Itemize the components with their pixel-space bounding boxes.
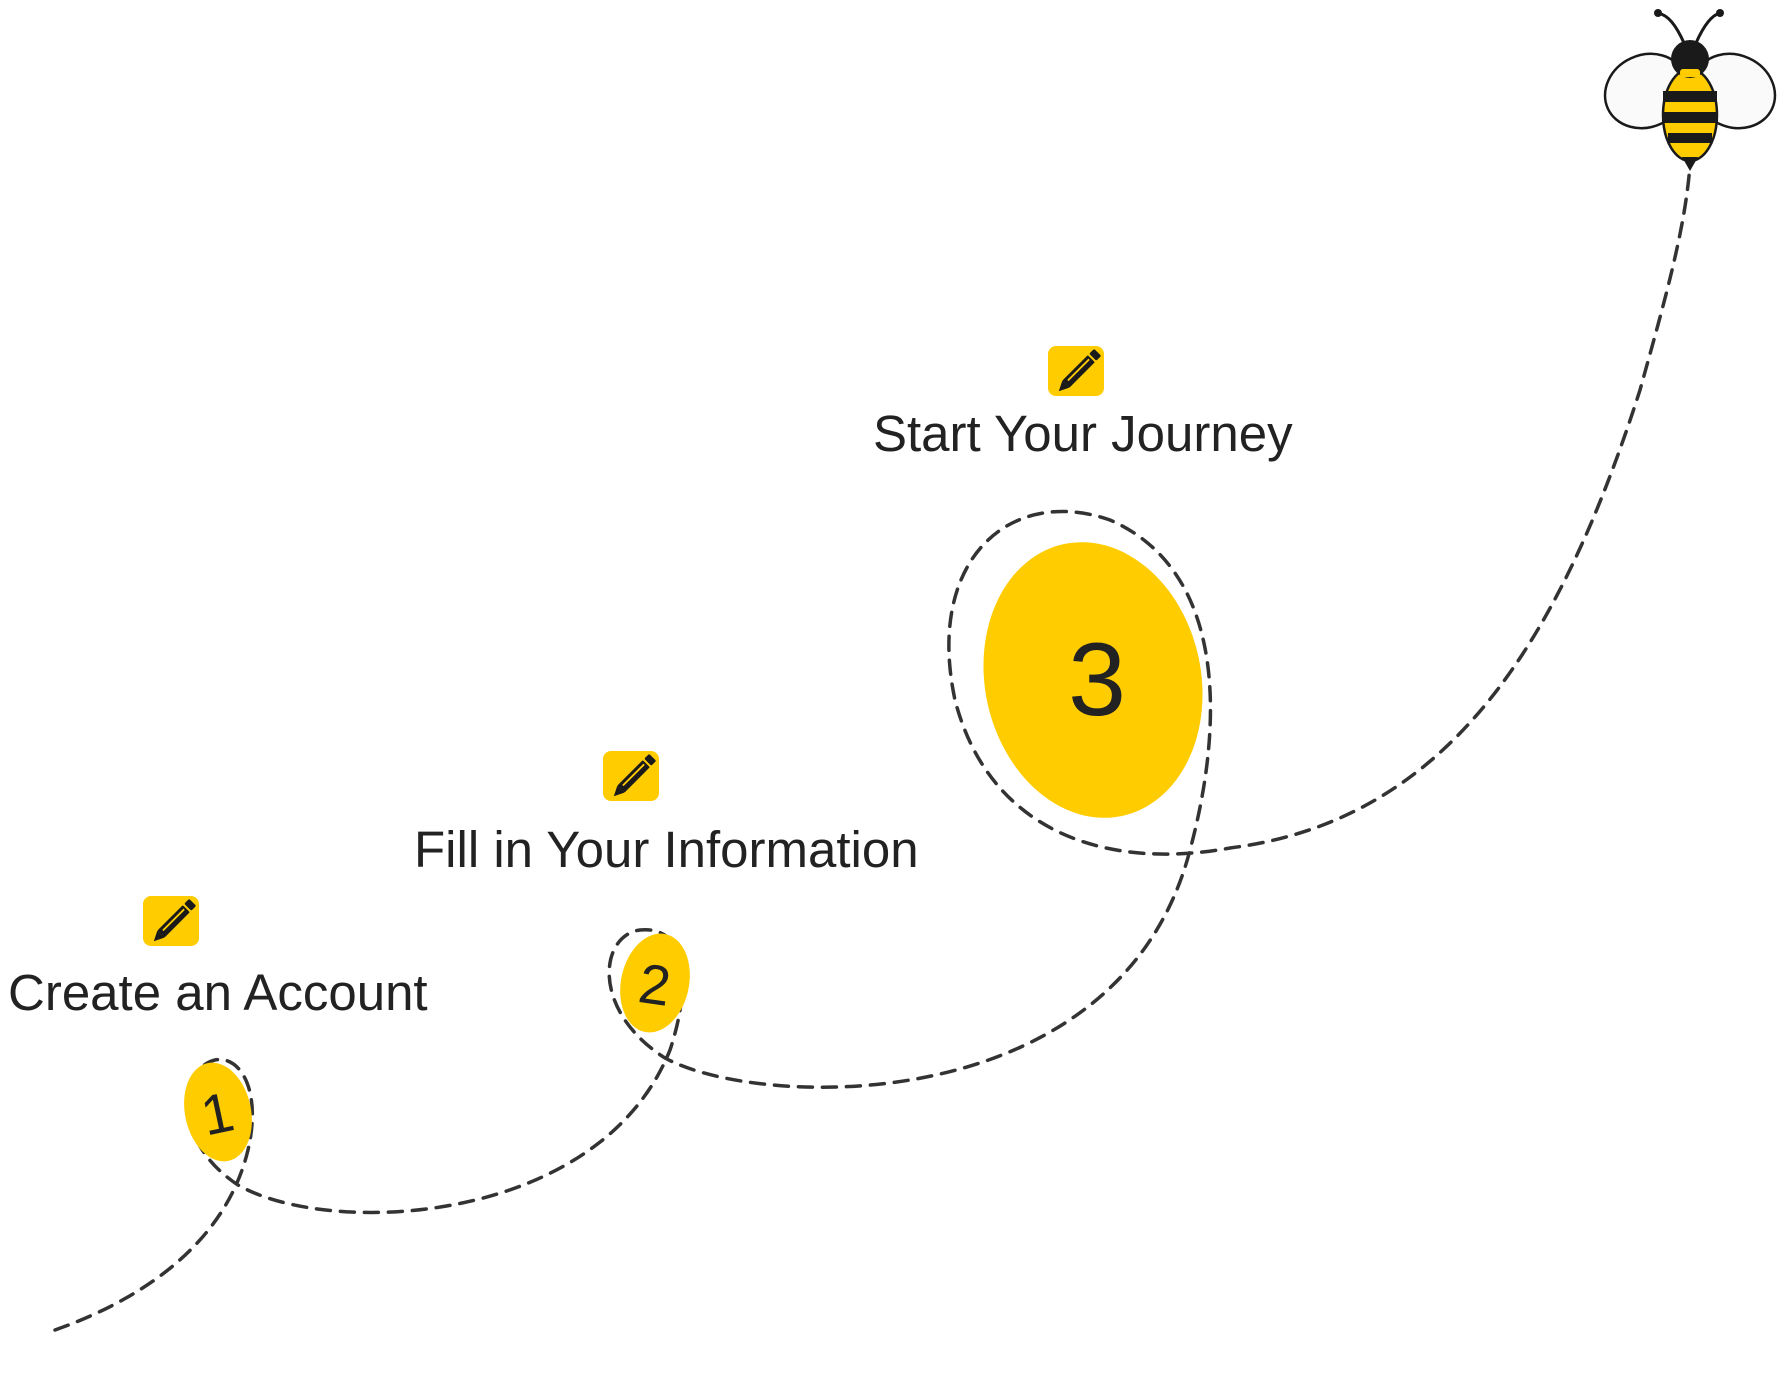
step-3-label: Start Your Journey [873, 405, 1293, 462]
step-3-number: 3 [1068, 622, 1126, 738]
pencil-icon [143, 896, 199, 946]
dashed-flight-path [53, 163, 1692, 1332]
step-1-marker: 1 [184, 1062, 252, 1162]
pencil-icon [1048, 346, 1104, 396]
bee-icon [1603, 9, 1777, 171]
step-3-marker: 3 [983, 542, 1203, 818]
pencil-icon [603, 751, 659, 801]
step-1-label: Create an Account [8, 964, 428, 1021]
step-2-label: Fill in Your Information [414, 821, 919, 878]
step-2-marker: 2 [620, 933, 690, 1033]
